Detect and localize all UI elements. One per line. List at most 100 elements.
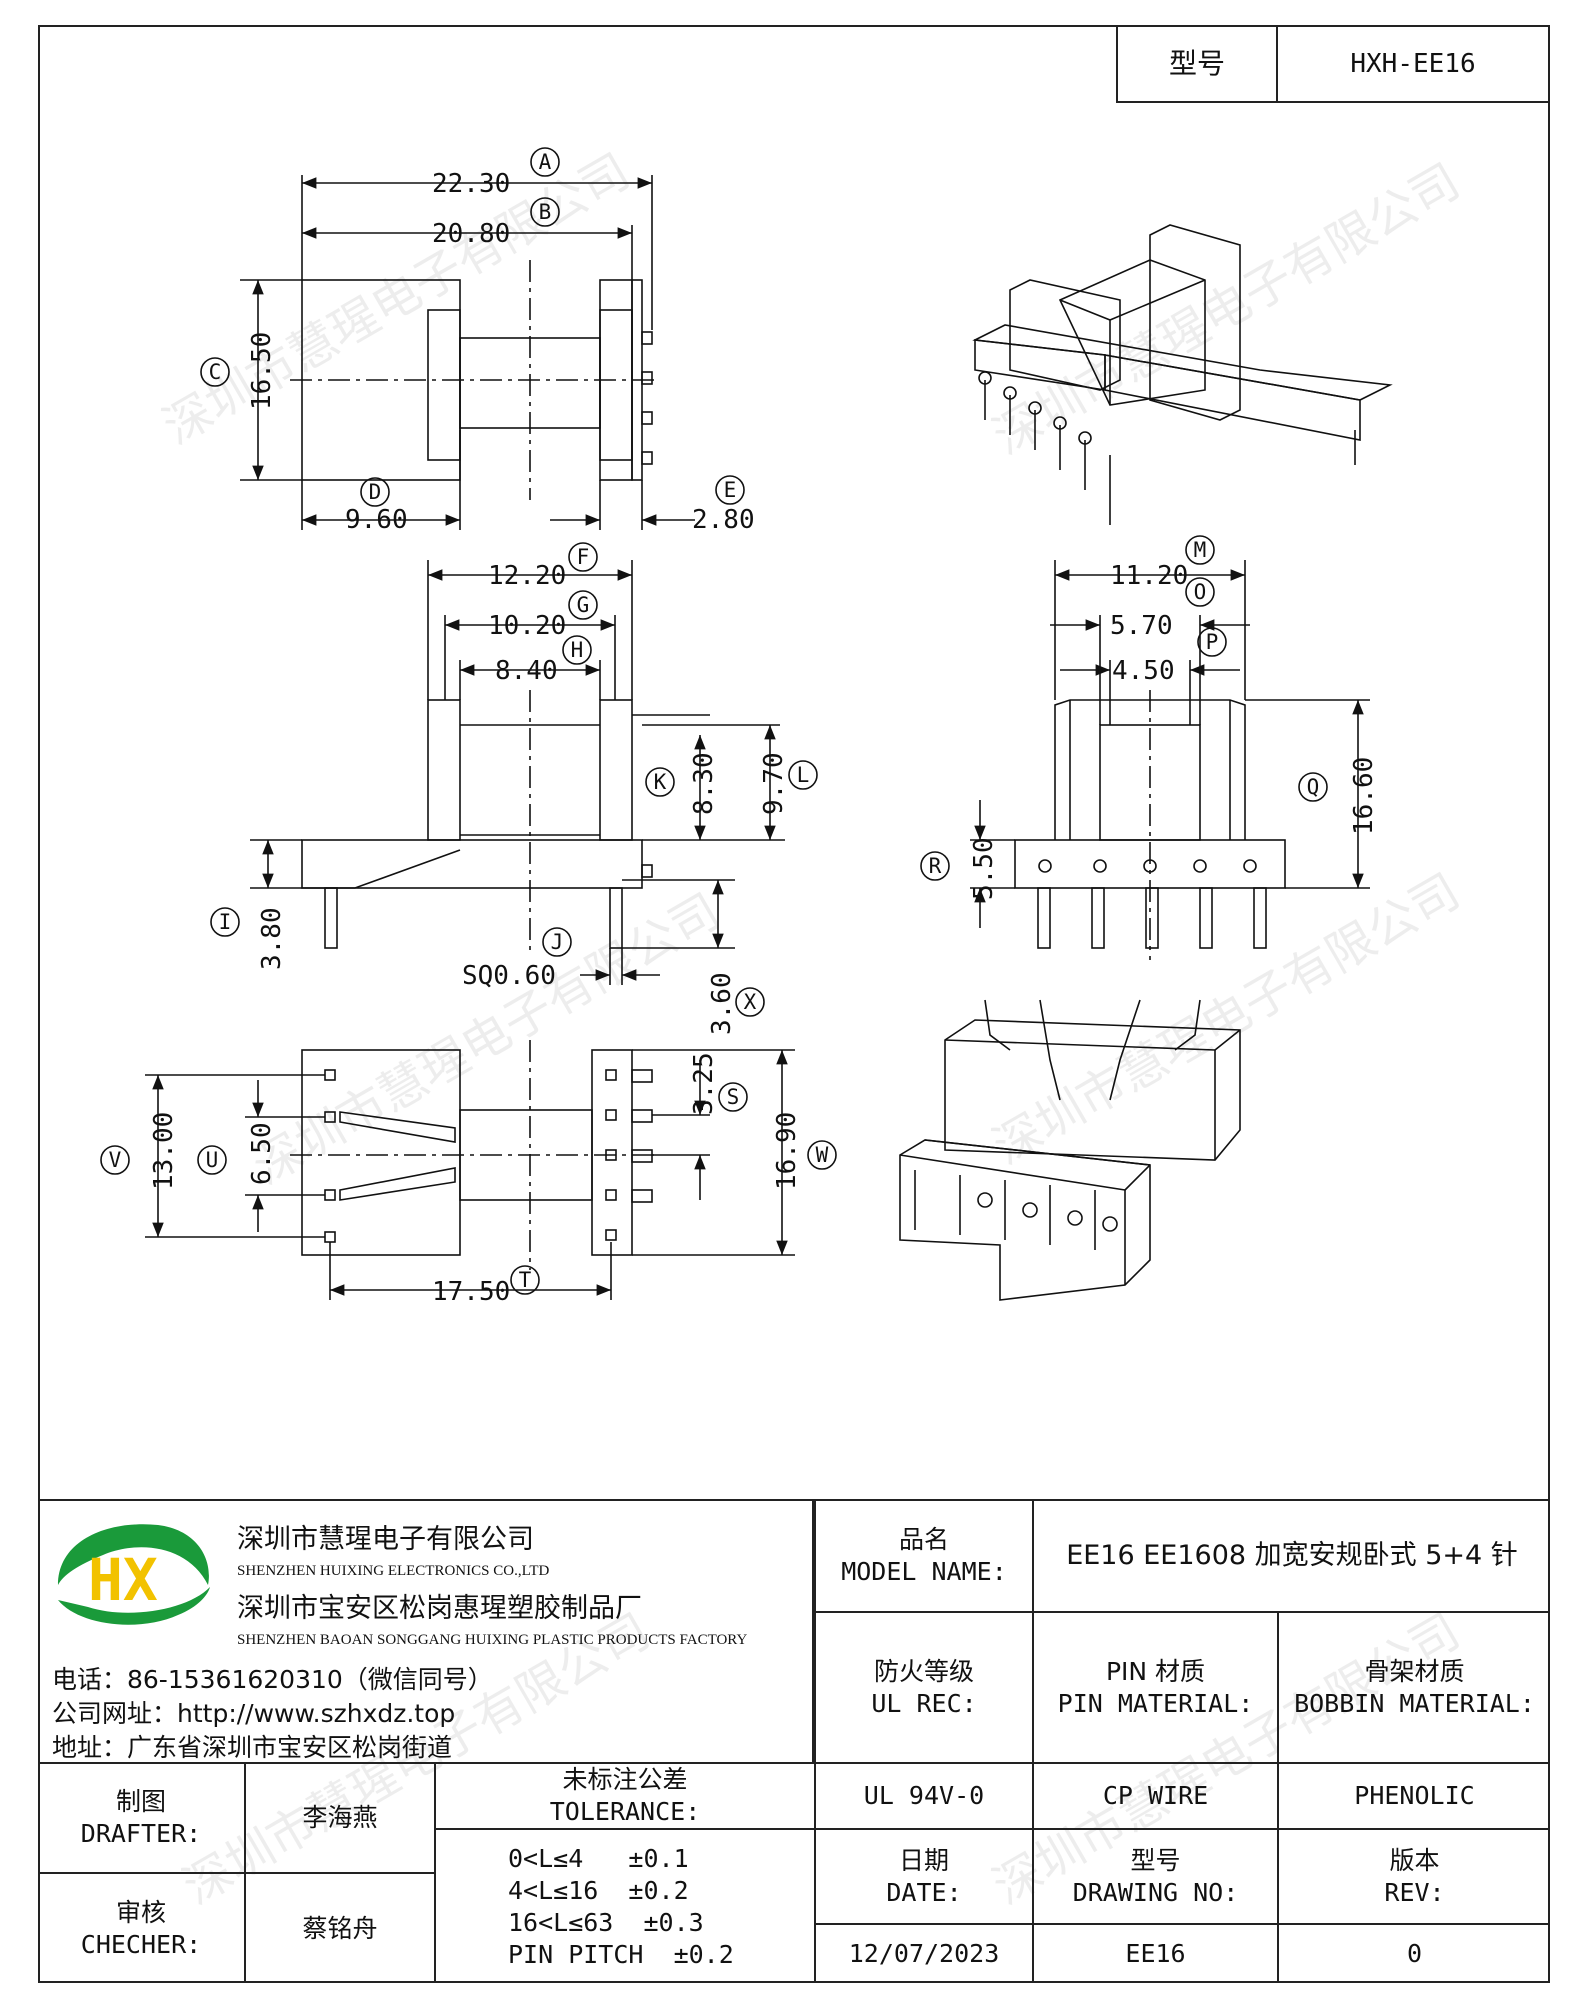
divider xyxy=(38,1762,434,1764)
dim-value-u: 6.50 xyxy=(247,1122,277,1185)
model-name-value: EE16 EE1608 加宽安规卧式 5+4 针 xyxy=(1066,1540,1518,1571)
factory-name-en: SHENZHEN BAOAN SONGGANG HUIXING PLASTIC … xyxy=(237,1632,748,1648)
dim-letter-p: P xyxy=(1206,630,1219,654)
dim-letter-j: J xyxy=(551,930,564,954)
dim-value-d: 9.60 xyxy=(345,505,408,535)
pin-value-cell: CP WIRE xyxy=(1032,1762,1277,1828)
dim-letter-e: E xyxy=(724,478,737,502)
company-name-en: SHENZHEN HUIXING ELECTRONICS CO.,LTD xyxy=(237,1563,550,1579)
dim-value-r: 5.50 xyxy=(969,837,999,900)
dim-value-c: 16.50 xyxy=(247,332,277,410)
pin-label-en: PIN MATERIAL: xyxy=(1057,1688,1254,1718)
dim-letter-c: C xyxy=(209,360,222,384)
ul-label-en: UL REC: xyxy=(871,1688,977,1718)
dim-letter-q: Q xyxy=(1307,775,1320,799)
rev-label-en: REV: xyxy=(1384,1877,1445,1907)
drawing-label-cn: 型号 xyxy=(1130,1845,1181,1875)
divider xyxy=(812,1499,814,1762)
dim-letter-s: S xyxy=(727,1085,740,1109)
bottom-view xyxy=(145,1040,795,1300)
rev-value: 0 xyxy=(1406,1939,1423,1968)
dim-value-x: 3.60 xyxy=(707,972,737,1035)
dim-value-a: 22.30 xyxy=(432,169,510,199)
date-value-cell: 12/07/2023 xyxy=(814,1923,1032,1983)
dim-value-v: 13.00 xyxy=(149,1112,179,1190)
tolerance-line: 16<L≤63 ±0.3 xyxy=(508,1907,704,1937)
dim-letter-l: L xyxy=(797,763,810,787)
logo-letters: HX xyxy=(88,1546,158,1614)
ul-value: UL 94V-0 xyxy=(863,1781,985,1810)
dim-letter-v: V xyxy=(109,1148,122,1172)
date-label-cn: 日期 xyxy=(898,1845,949,1875)
dim-letter-f: F xyxy=(577,545,590,569)
pin-label-cn: PIN 材质 xyxy=(1105,1656,1206,1686)
company-phone: 电话：86-15361620310（微信同号） xyxy=(52,1665,493,1694)
dim-value-w: 16.90 xyxy=(772,1112,802,1190)
dim-letter-r: R xyxy=(929,854,942,878)
model-name-en: MODEL NAME: xyxy=(841,1557,1007,1586)
dim-value-p: 4.50 xyxy=(1112,656,1175,686)
drawing-value: EE16 xyxy=(1125,1939,1186,1968)
dim-value-m: 11.20 xyxy=(1110,561,1188,591)
rev-label-cell: 版本 REV: xyxy=(1277,1828,1550,1923)
drafter-name-cell: 李海燕 xyxy=(244,1762,434,1872)
checker-label-cell: 审核 CHECHER: xyxy=(38,1872,244,1983)
model-name-cn: 品名 xyxy=(898,1525,949,1554)
dim-value-f: 12.20 xyxy=(488,561,566,591)
drafter-label-cn: 制图 xyxy=(115,1787,166,1816)
tolerance-line: 4<L≤16 ±0.2 xyxy=(508,1875,689,1905)
dim-value-e: 2.80 xyxy=(692,505,755,535)
checker-name-cell: 蔡铭舟 xyxy=(244,1872,434,1983)
model-name-value-cell: EE16 EE1608 加宽安规卧式 5+4 针 xyxy=(1032,1499,1550,1611)
tolerance-label-en: TOLERANCE: xyxy=(549,1797,701,1826)
tolerance-line: PIN PITCH ±0.2 xyxy=(508,1939,734,1969)
drafter-label-en: DRAFTER: xyxy=(80,1819,202,1848)
tolerance-values-cell: 0<L≤4 ±0.1 4<L≤16 ±0.2 16<L≤63 ±0.3 PIN … xyxy=(434,1828,814,1983)
dim-letter-u: U xyxy=(206,1148,219,1172)
bobbin-label-cn: 骨架材质 xyxy=(1364,1656,1465,1686)
company-website: 公司网址：http://www.szhxdz.top xyxy=(52,1699,456,1728)
model-label: 型号 xyxy=(1168,47,1225,80)
company-name-cn: 深圳市慧瑆电子有限公司 xyxy=(237,1524,534,1555)
bobbin-label-cell: 骨架材质 BOBBIN MATERIAL: xyxy=(1277,1611,1550,1762)
title-block xyxy=(38,1499,1550,1985)
dim-letter-d: D xyxy=(369,480,382,504)
model-name-label-cell: 品名 MODEL NAME: xyxy=(814,1499,1032,1611)
model-label-cell: 型号 xyxy=(1116,25,1276,103)
ul-label-cn: 防火等级 xyxy=(873,1656,974,1686)
front-view xyxy=(250,560,785,985)
rev-value-cell: 0 xyxy=(1277,1923,1550,1983)
tolerance-label-cell: 未标注公差 TOLERANCE: xyxy=(434,1762,814,1828)
dim-value-j: SQ0.60 xyxy=(462,961,556,991)
model-value: HXH-EE16 xyxy=(1350,49,1476,79)
pin-label-cell: PIN 材质 PIN MATERIAL: xyxy=(1032,1611,1277,1762)
dim-letter-x: X xyxy=(744,990,757,1014)
dim-letter-m: M xyxy=(1194,538,1207,562)
rev-label-cn: 版本 xyxy=(1389,1845,1440,1875)
dim-letter-h: H xyxy=(571,638,584,662)
drawing-label-cell: 型号 DRAWING NO: xyxy=(1032,1828,1277,1923)
isometric-view-bottom xyxy=(899,999,1241,1301)
bobbin-label-en: BOBBIN MATERIAL: xyxy=(1294,1688,1535,1718)
dim-value-s: 3.25 xyxy=(689,1052,719,1115)
dim-letter-b: B xyxy=(539,200,552,224)
checker-label-en: CHECHER: xyxy=(80,1929,202,1959)
dim-letter-g: G xyxy=(577,593,590,617)
drawing-value-cell: EE16 xyxy=(1032,1923,1277,1983)
dim-letter-o: O xyxy=(1194,580,1207,604)
company-address: 地址：广东省深圳市宝安区松岗街道 xyxy=(52,1733,453,1762)
drawing-label-en: DRAWING NO: xyxy=(1072,1877,1239,1907)
checker-label-cn: 审核 xyxy=(115,1897,166,1927)
dim-value-g: 10.20 xyxy=(488,611,566,641)
pin-value: CP WIRE xyxy=(1102,1781,1209,1810)
isometric-view-top xyxy=(972,224,1393,525)
top-view xyxy=(240,175,695,530)
dim-value-b: 20.80 xyxy=(432,219,510,249)
dim-letter-k: K xyxy=(654,770,667,794)
drafter-label-cell: 制图 DRAFTER: xyxy=(38,1762,244,1872)
dim-letter-i: I xyxy=(219,910,232,934)
dim-value-t: 17.50 xyxy=(432,1277,510,1307)
dim-value-h: 8.40 xyxy=(495,656,558,686)
date-label-cell: 日期 DATE: xyxy=(814,1828,1032,1923)
dim-value-i: 3.80 xyxy=(257,907,287,970)
